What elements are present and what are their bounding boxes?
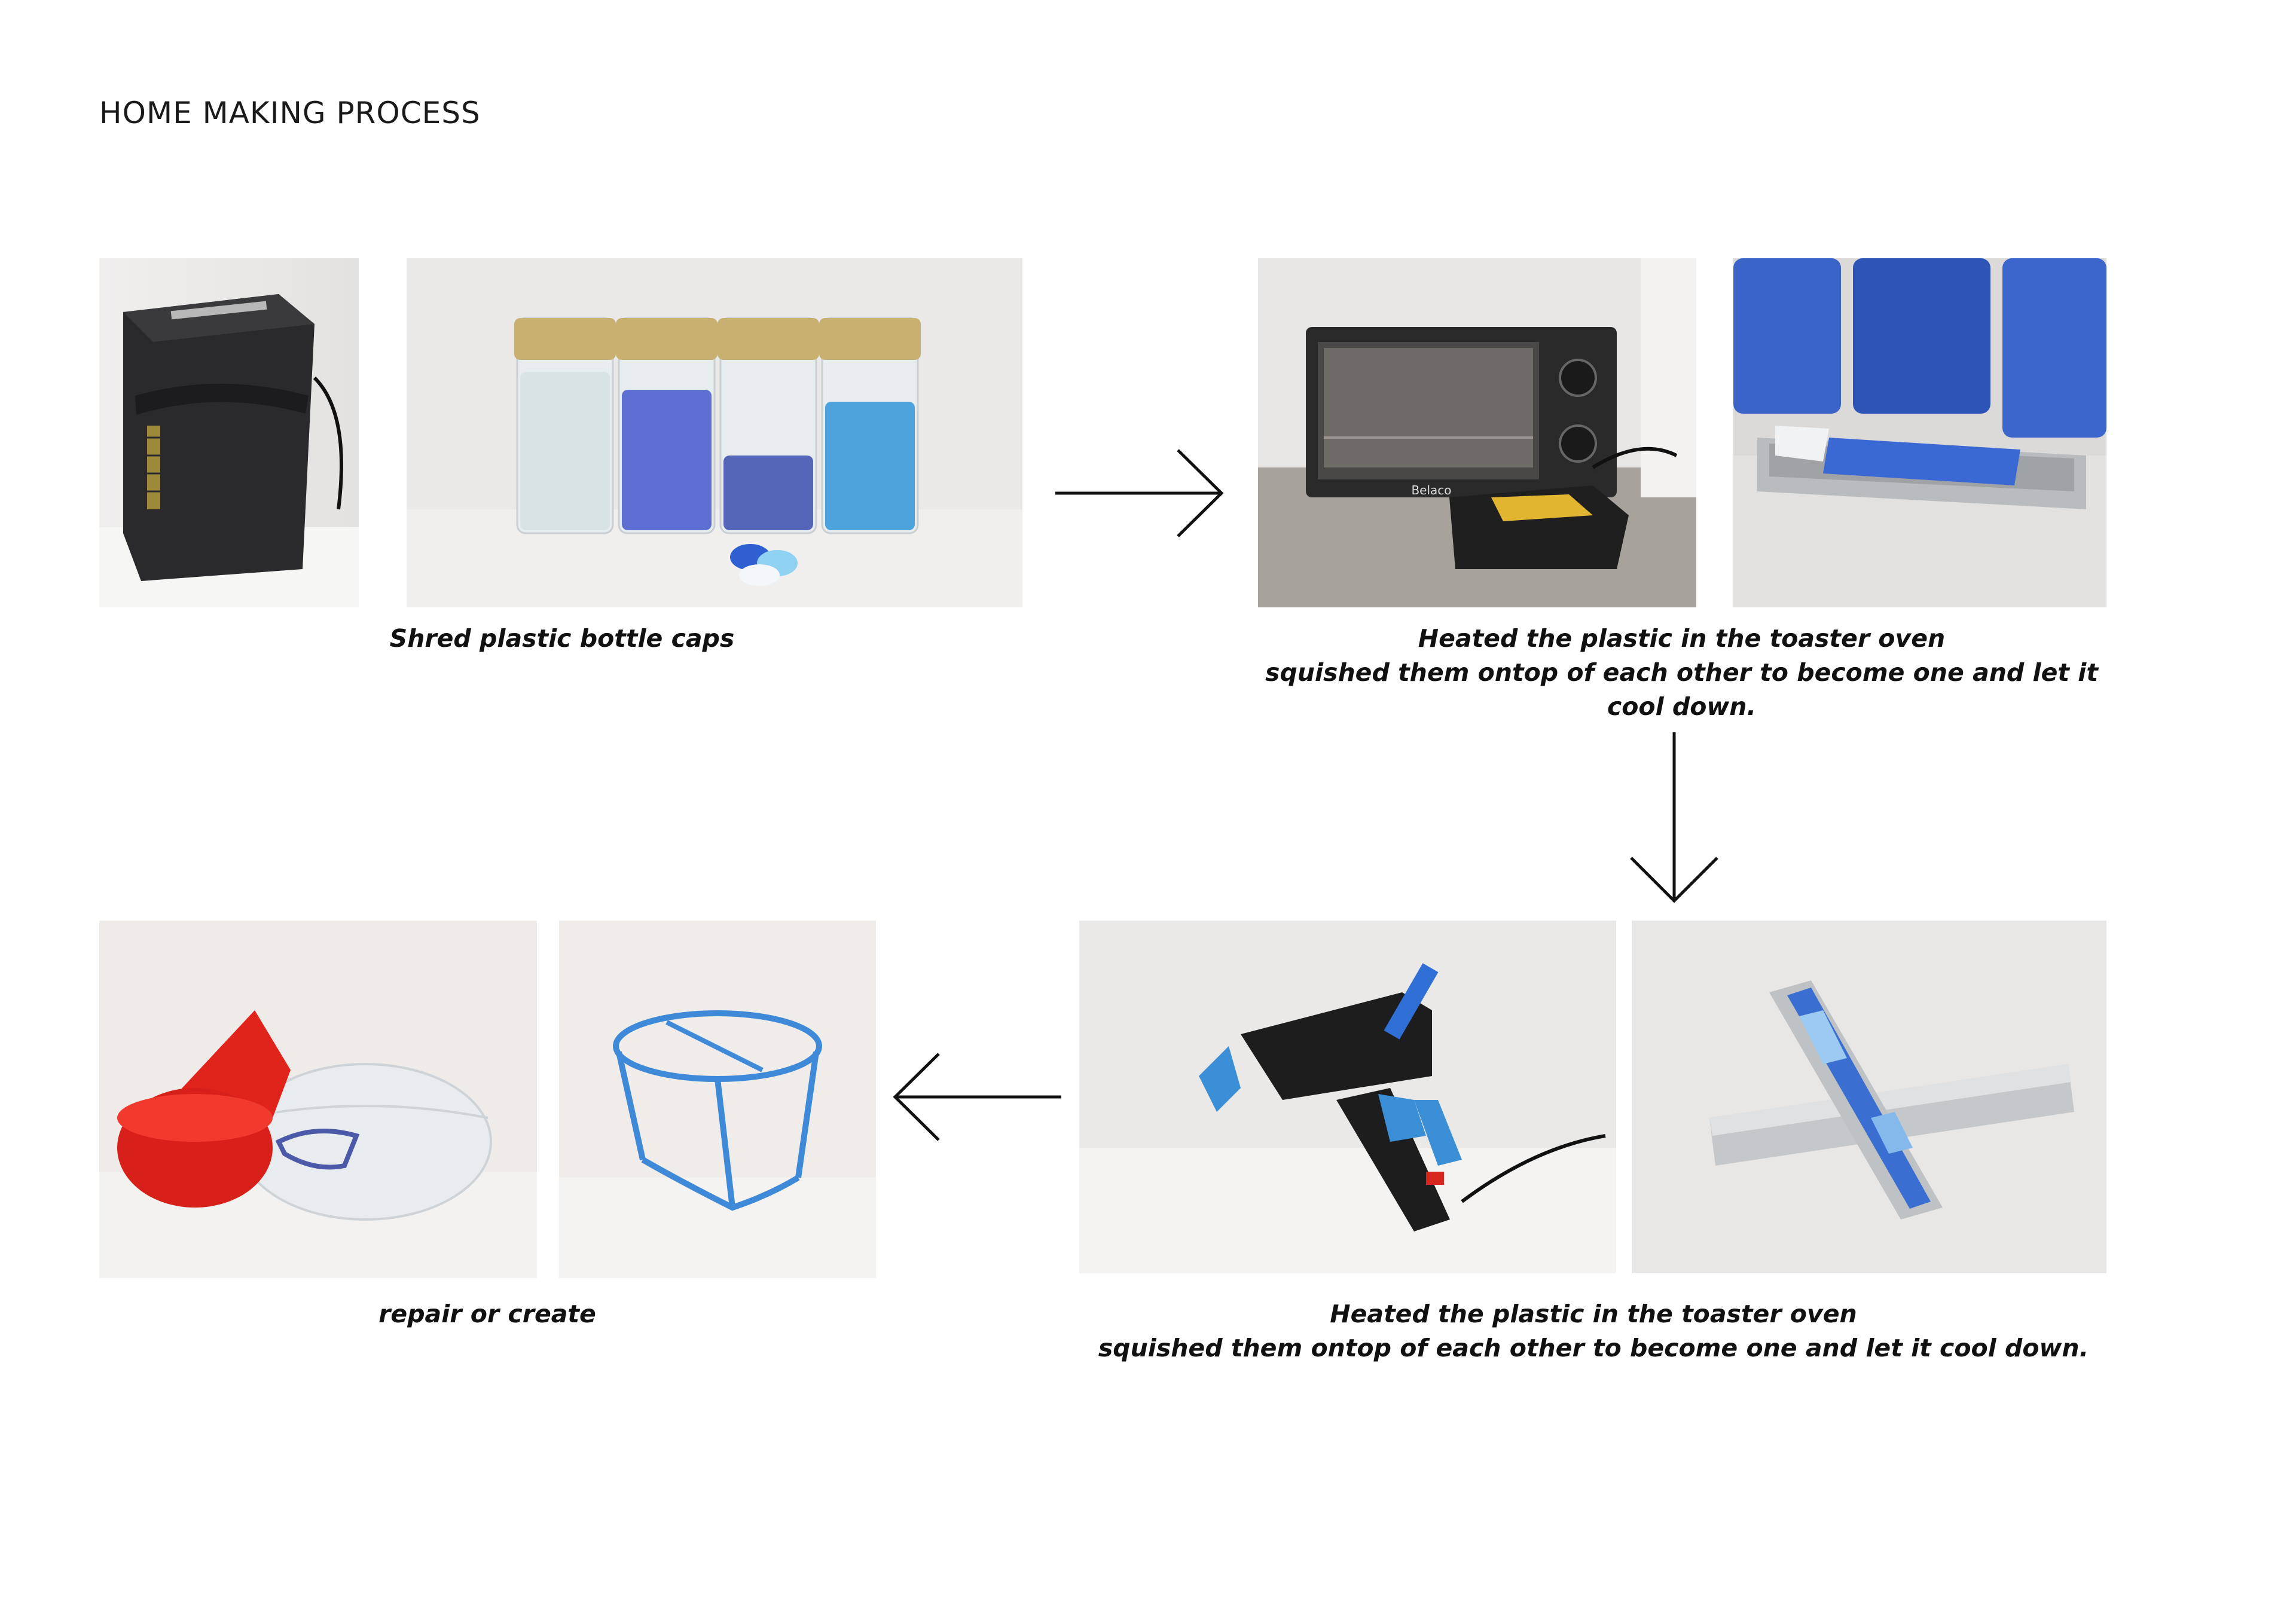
caption-line: Shred plastic bottle caps [389, 624, 735, 653]
paper-shredder-photo [99, 258, 359, 607]
page-title: HOME MAKING PROCESS [99, 96, 481, 130]
created-basket-photo [559, 921, 876, 1278]
caption-line: Heated the plastic in the toaster oven [1330, 1300, 1857, 1328]
plastic-in-mold-photo [1733, 258, 2106, 607]
oven-brand-label: Belaco [1411, 483, 1451, 497]
shredded-caps-jars-photo [407, 258, 1022, 607]
caption-line: cool down. [1607, 692, 1757, 721]
step-1-caption: Shred plastic bottle caps [359, 622, 765, 656]
arrow-down-icon [1629, 732, 1719, 906]
toaster-oven-photo: Belaco [1258, 258, 1696, 607]
caption-line: squished them ontop of each other to bec… [1098, 1334, 2089, 1362]
step-2-caption: Heated the plastic in the toaster oven s… [1256, 622, 2108, 724]
caption-line: squished them ontop of each other to bec… [1265, 658, 2098, 687]
arrow-left-icon [891, 1052, 1061, 1142]
caption-line: repair or create [378, 1300, 596, 1328]
repaired-juicer-photo [99, 921, 537, 1278]
glue-gun-photo [1079, 921, 1616, 1273]
arrow-right-icon [1055, 448, 1226, 538]
step-4-caption: repair or create [281, 1297, 694, 1331]
caption-line: Heated the plastic in the toaster oven [1418, 624, 1946, 653]
step-3-caption: Heated the plastic in the toaster oven s… [1064, 1297, 2123, 1365]
plastic-stick-mold-photo [1632, 921, 2106, 1273]
